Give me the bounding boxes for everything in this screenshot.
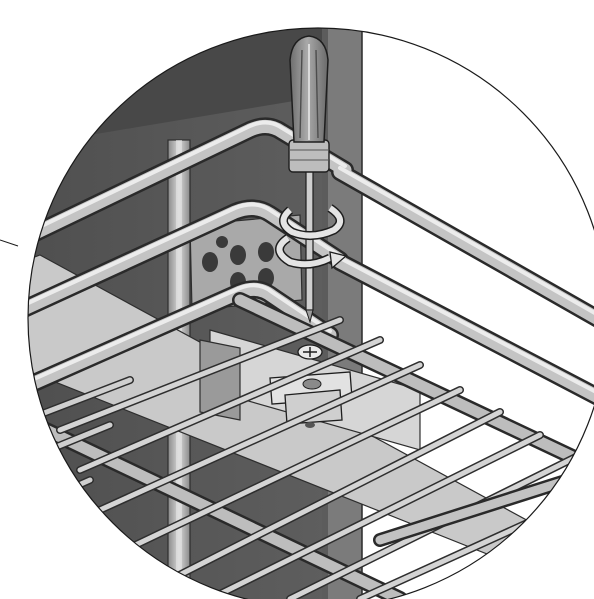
phillips-screw xyxy=(297,344,323,360)
callout-leader-line xyxy=(0,239,19,247)
mounting-plate xyxy=(189,214,303,311)
magnifier-circle xyxy=(27,27,594,599)
cabinet-side-panel xyxy=(322,28,362,599)
rotation-arrow xyxy=(275,204,348,270)
